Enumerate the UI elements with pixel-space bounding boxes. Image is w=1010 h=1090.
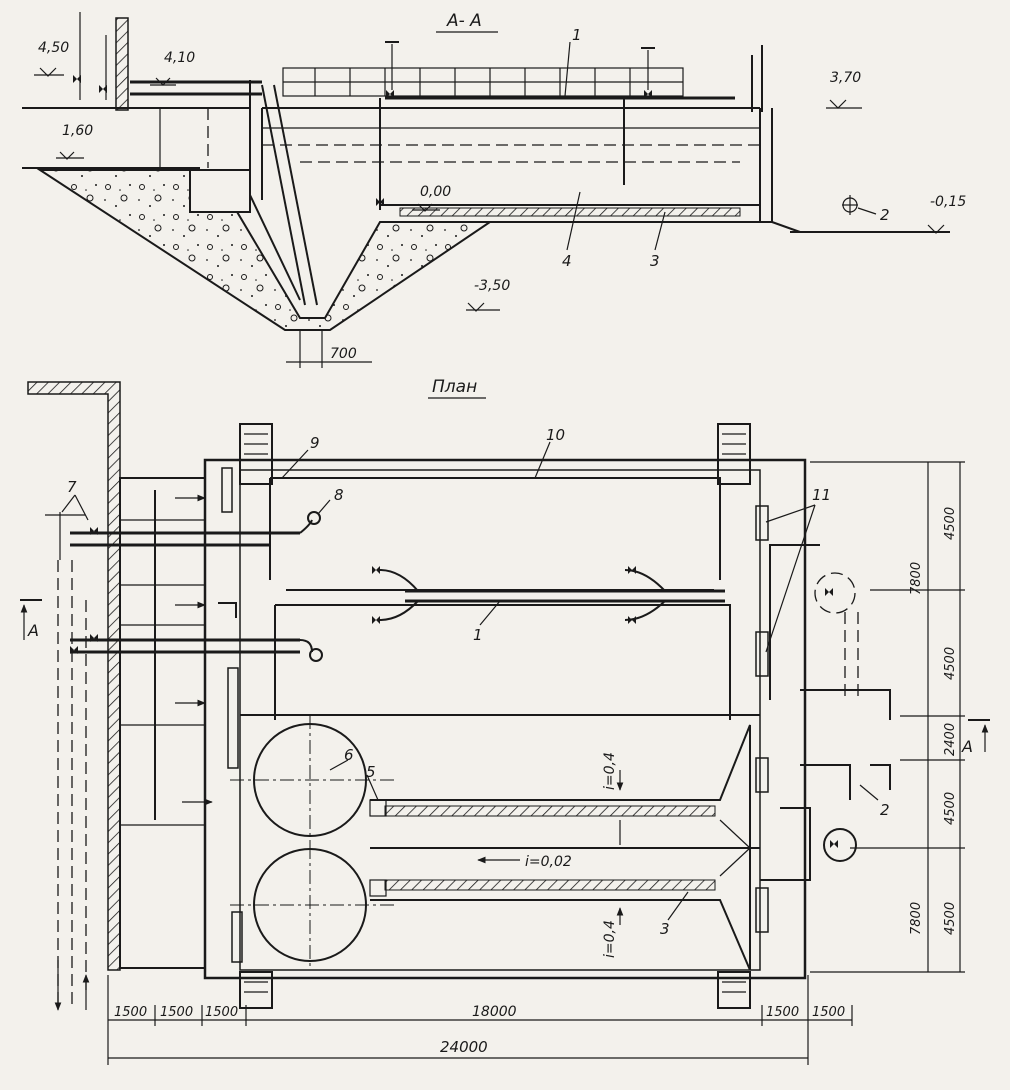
slope-label: i=0,02 bbox=[525, 854, 572, 870]
plan-view: План bbox=[20, 377, 990, 1065]
slope-label: i=0,4 bbox=[602, 920, 618, 958]
valve-icon bbox=[644, 90, 652, 98]
bottom-dimension-chain bbox=[107, 975, 853, 1065]
valve-icon bbox=[376, 198, 384, 206]
valve-icon bbox=[372, 616, 380, 624]
callout-label: 8 bbox=[334, 486, 344, 504]
callout-label: 2 bbox=[880, 801, 890, 819]
valve-icon bbox=[628, 566, 636, 574]
stair-box bbox=[239, 423, 273, 485]
dimension-label: 4500 bbox=[943, 792, 958, 825]
sludge-pipe bbox=[384, 805, 716, 817]
elevation-label: 3,70 bbox=[830, 70, 861, 86]
elevation-label: 4,50 bbox=[38, 40, 69, 56]
outlet-chamber-icon bbox=[823, 828, 857, 862]
callout-label: 7 bbox=[67, 478, 77, 496]
pipe-end-icon bbox=[307, 511, 321, 525]
callout-label: 1 bbox=[473, 626, 483, 644]
callout-label: 9 bbox=[310, 434, 320, 452]
section-mark-label: А bbox=[27, 621, 39, 640]
stair-box bbox=[717, 423, 751, 485]
elevation-label: -3,50 bbox=[474, 278, 510, 294]
dimension-label: 4500 bbox=[943, 507, 958, 540]
dimension-label: 4500 bbox=[943, 647, 958, 680]
elevation-marks bbox=[34, 67, 950, 312]
dimension-label: 2400 bbox=[943, 723, 958, 756]
dimension-label: 4500 bbox=[943, 902, 958, 935]
callout-label: 11 bbox=[812, 486, 831, 504]
overall-dimension: 24000 bbox=[440, 1038, 488, 1056]
callout-label: 2 bbox=[880, 206, 890, 224]
plan-title: План bbox=[432, 377, 477, 397]
callout-label: 10 bbox=[546, 426, 565, 444]
section-mark-label: А bbox=[961, 737, 973, 756]
callout-label: 1 bbox=[572, 26, 582, 44]
dimension-label: 1500 bbox=[205, 1005, 238, 1020]
elevation-label: -0,15 bbox=[930, 194, 966, 210]
valve-icon bbox=[386, 90, 394, 98]
building-wall bbox=[27, 381, 121, 971]
sludge-pipe bbox=[384, 879, 716, 891]
dimension-label: 7800 bbox=[909, 562, 924, 595]
callout-label: 5 bbox=[366, 763, 376, 781]
dimension-label: 18000 bbox=[472, 1004, 517, 1020]
stair-box bbox=[239, 971, 273, 1009]
left-wall-section bbox=[115, 17, 129, 111]
dimension-label: 1500 bbox=[766, 1005, 799, 1020]
section-view: А- А bbox=[22, 11, 966, 368]
callout-label: 6 bbox=[344, 746, 354, 764]
sludge-channel bbox=[189, 169, 251, 213]
callout-label: 3 bbox=[650, 252, 660, 270]
callout-label: 4 bbox=[562, 252, 572, 270]
settling-tank-outline bbox=[203, 458, 807, 980]
elevation-label: 4,10 bbox=[164, 50, 195, 66]
stair-box bbox=[717, 971, 751, 1009]
outlet-chamber-icon bbox=[814, 572, 856, 614]
section-title: А- А bbox=[446, 11, 482, 31]
hopper-width-dimension: 700 bbox=[330, 346, 357, 362]
elevation-label: 1,60 bbox=[62, 123, 93, 139]
elevation-label: 0,00 bbox=[420, 184, 451, 200]
slope-label: i=0,4 bbox=[602, 752, 618, 790]
dimension-label: 1500 bbox=[114, 1005, 147, 1020]
valve-icon bbox=[628, 616, 636, 624]
inlet-channel bbox=[119, 477, 206, 969]
callout-label: 3 bbox=[660, 920, 670, 938]
dimension-label: 1500 bbox=[160, 1005, 193, 1020]
dimension-label: 1500 bbox=[812, 1005, 845, 1020]
valve-icon bbox=[372, 566, 380, 574]
bottom-tray bbox=[399, 207, 741, 217]
dimension-label: 7800 bbox=[909, 902, 924, 935]
pipe-end-icon bbox=[309, 648, 323, 662]
right-dimension-chain bbox=[810, 461, 965, 973]
